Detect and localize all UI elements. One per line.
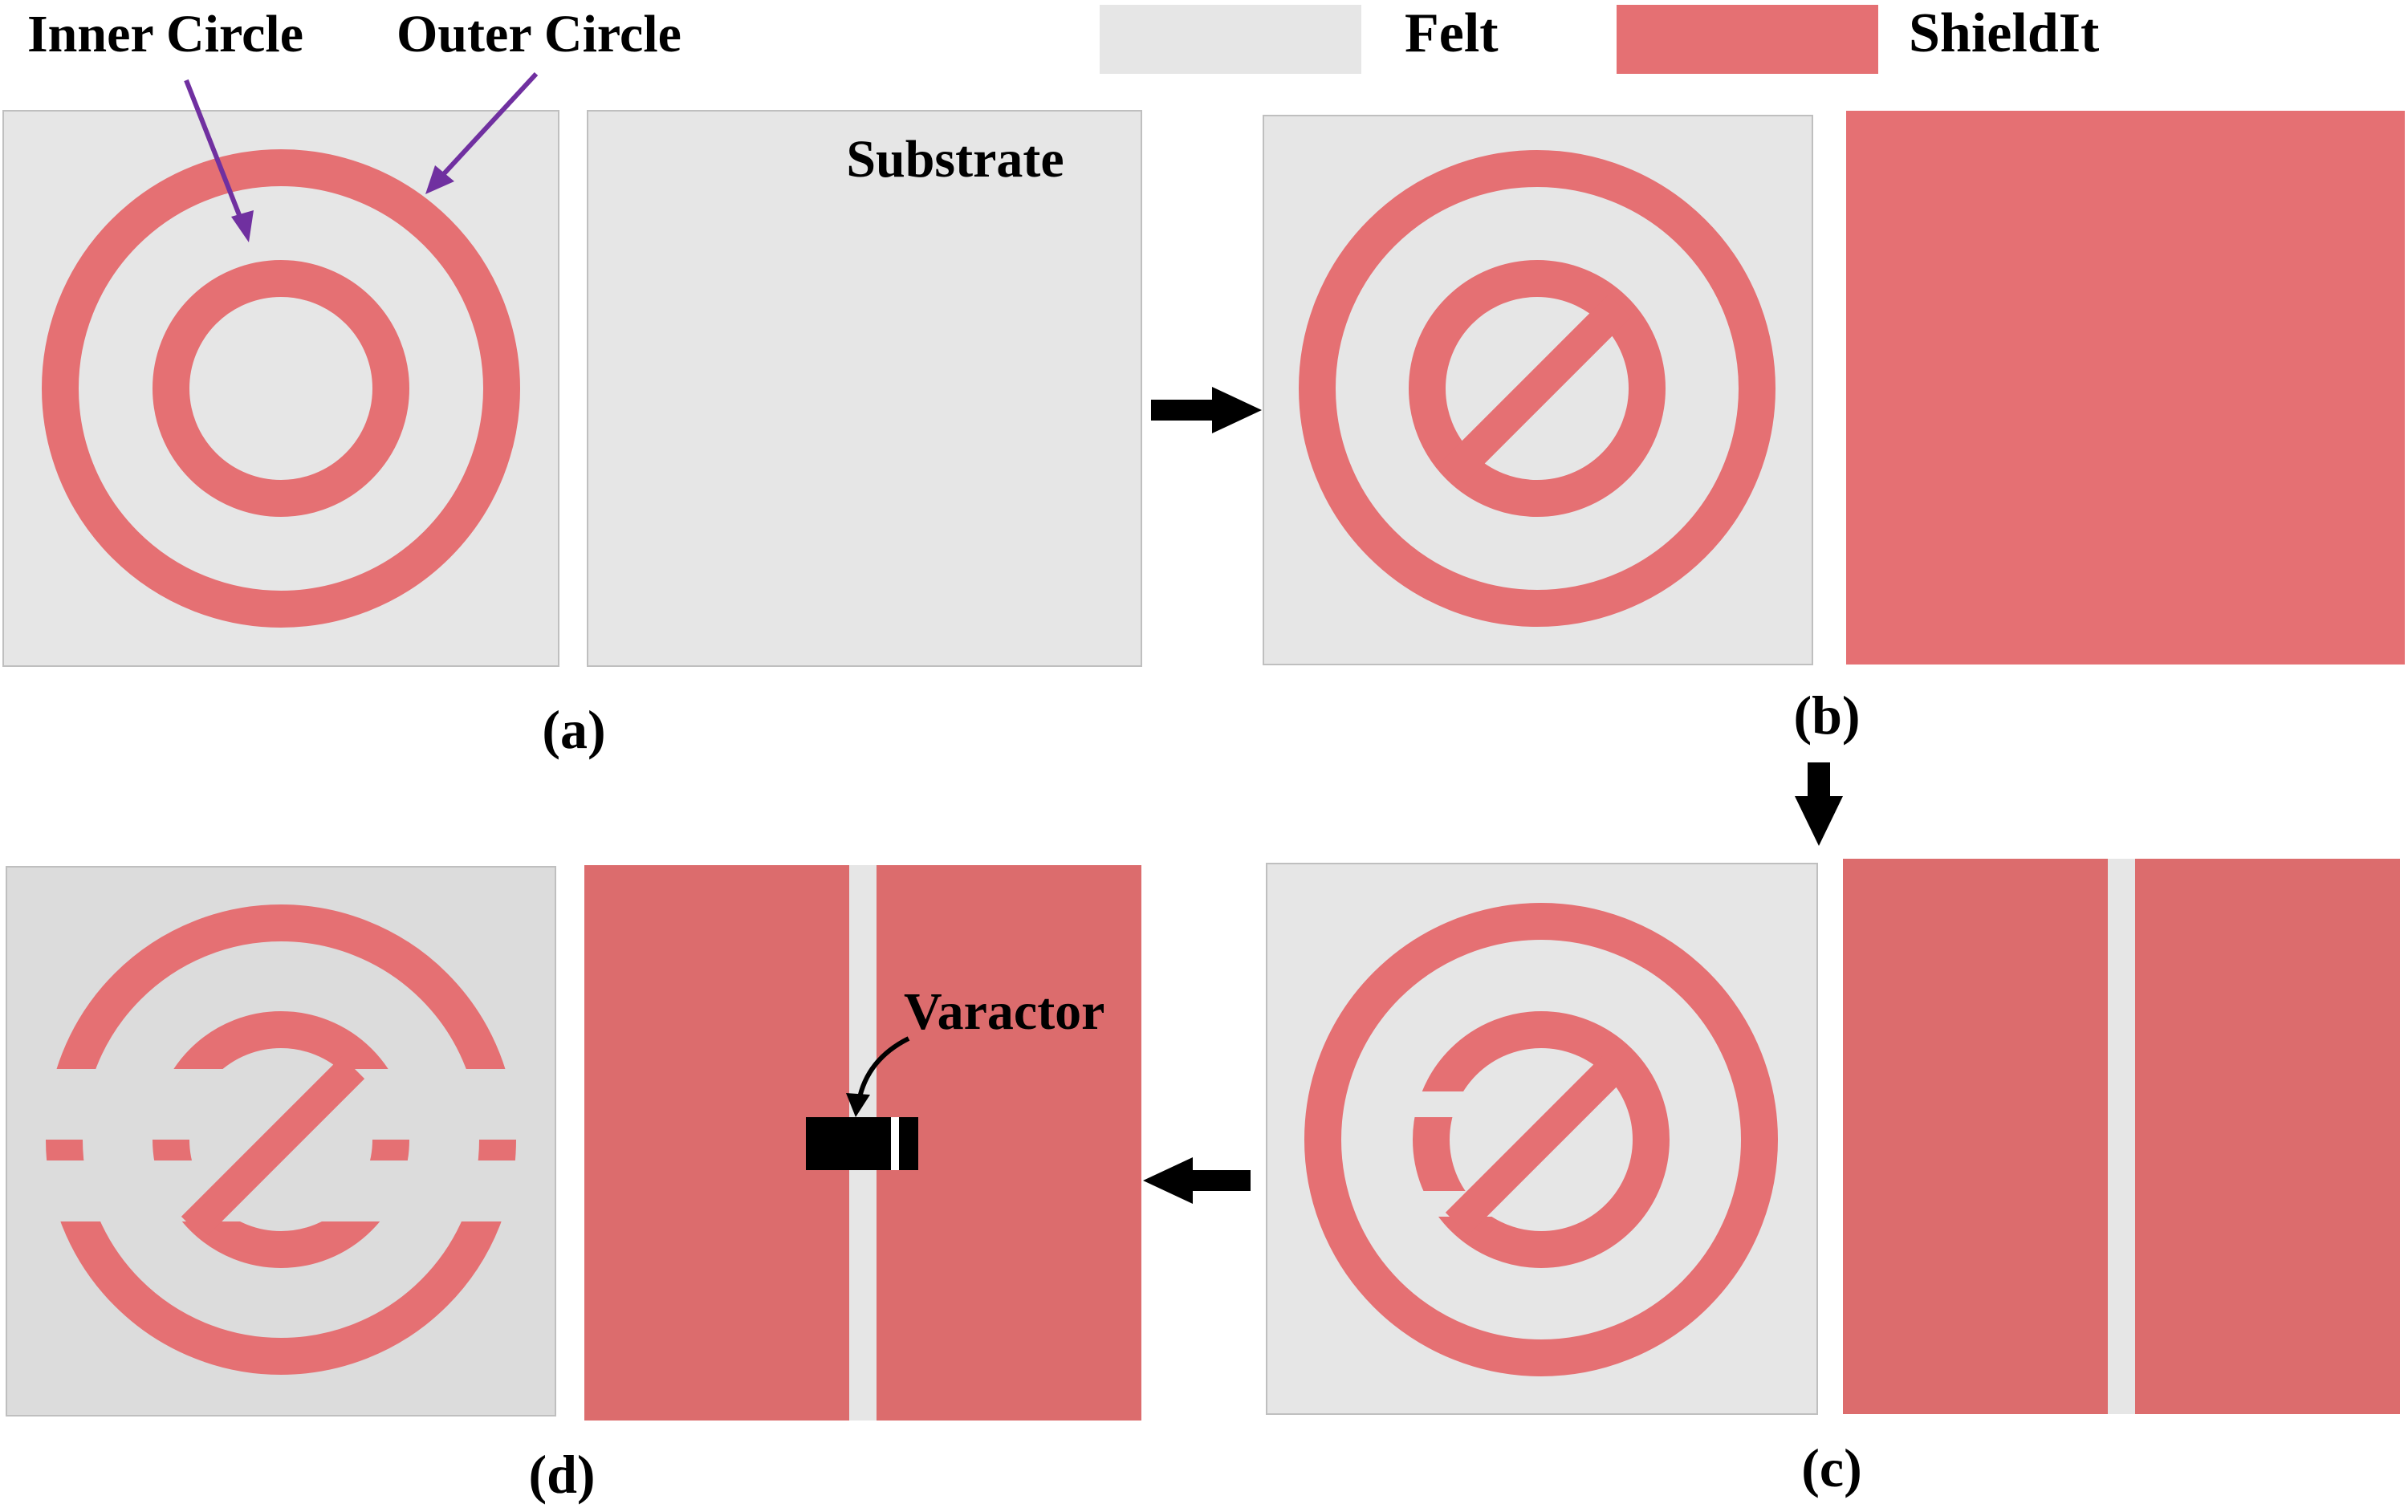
diagonal-strip <box>1445 1055 1625 1236</box>
panel-a-felt-substrate <box>2 110 559 667</box>
inner-circle-ring <box>1413 1011 1670 1268</box>
varactor-component <box>806 1117 918 1170</box>
inner-circle-pointer-arrow <box>184 79 254 242</box>
panel-d: Varactor (d) <box>6 865 1141 1505</box>
legend-felt-swatch <box>1100 5 1361 74</box>
inner-ring-with-gaps <box>1413 1011 1670 1268</box>
inner-circle-label: Inner Circle <box>27 5 303 63</box>
step-arrow-c-to-d <box>1143 1157 1251 1204</box>
ground-plane-left <box>1843 859 2108 1414</box>
diagonal-strip <box>181 1055 365 1240</box>
ground-plane-left <box>584 865 849 1421</box>
panel-d-label: (d) <box>528 1444 595 1505</box>
outer-circle-ring <box>42 149 520 628</box>
legend-felt-label: Felt <box>1405 2 1499 64</box>
inner-circle-ring <box>1409 260 1666 517</box>
ground-plane-right <box>2135 859 2400 1414</box>
panel-a-label: (a) <box>542 699 605 760</box>
step-arrow-a-to-b <box>1151 387 1262 433</box>
outer-circle-split-ring <box>46 904 516 1375</box>
outer-circle-pointer-arrow <box>425 71 539 194</box>
varactor-pointer-arrow <box>846 1036 910 1117</box>
panel-a-substrate-back <box>587 110 1142 667</box>
ground-plane-slot <box>2108 859 2135 1414</box>
legend: Felt ShieldIt <box>1100 2 2099 74</box>
outer-circle-ring <box>1304 903 1778 1376</box>
legend-shieldit-label: ShieldIt <box>1909 2 2099 64</box>
panel-b-label: (b) <box>1793 685 1860 746</box>
step-arrow-b-to-c <box>1795 762 1843 846</box>
outer-circle-ring <box>1299 150 1775 627</box>
outer-circle-label: Outer Circle <box>397 5 681 63</box>
legend-shieldit-swatch <box>1617 5 1878 74</box>
panel-b-ground-plane <box>1846 111 2405 665</box>
inner-circle-split-ring <box>153 1011 409 1268</box>
varactor-label: Varactor <box>904 982 1104 1041</box>
ground-plane-right <box>877 865 1141 1421</box>
panel-c-label: (c) <box>1801 1437 1861 1498</box>
diagonal-strip <box>1442 294 1632 483</box>
split-rings <box>46 904 516 1375</box>
substrate-label: Substrate <box>846 130 1064 189</box>
panel-c: (c) <box>1266 859 2400 1498</box>
panel-b: (b) <box>1263 111 2405 746</box>
panel-a: Substrate Inner Circle Outer Circle (a) <box>2 5 1142 760</box>
inner-circle-ring <box>153 260 409 517</box>
